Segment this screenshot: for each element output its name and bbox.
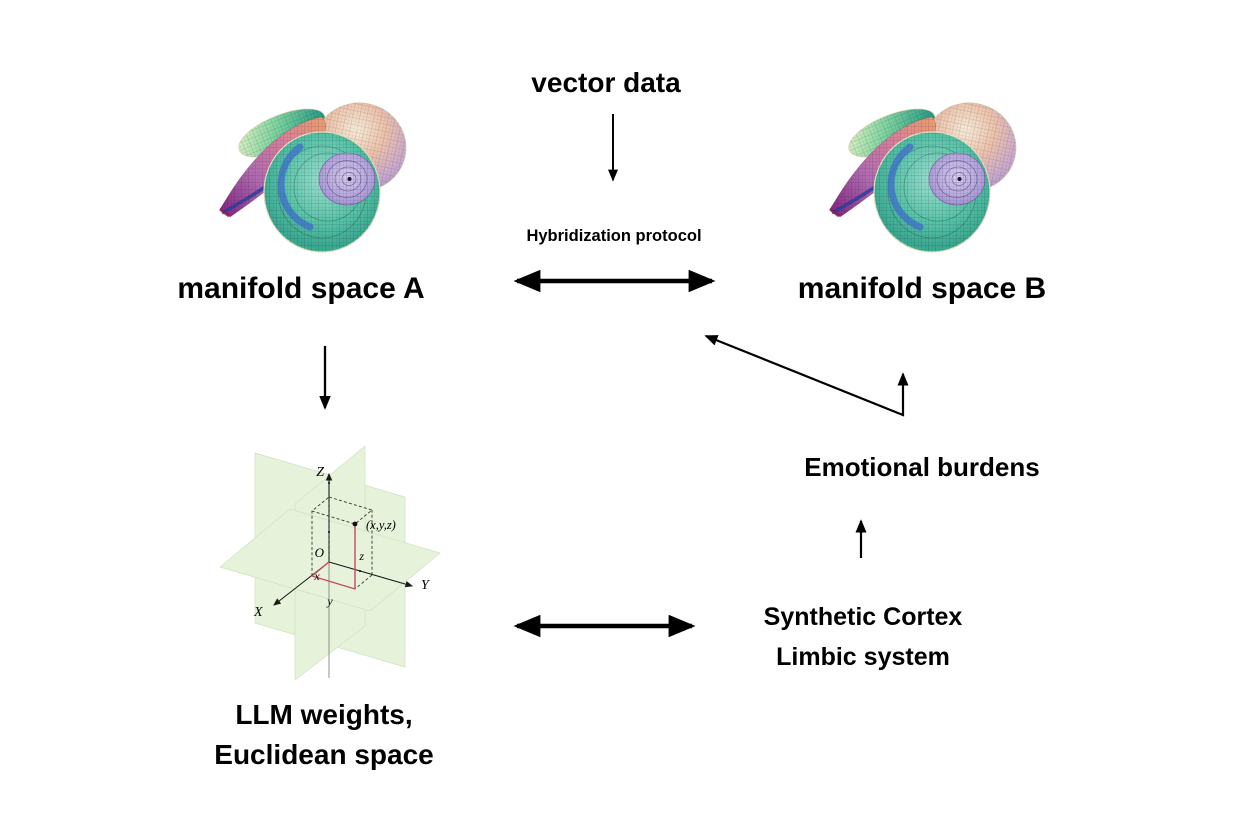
llm-weights-line2: Euclidean space	[214, 739, 434, 770]
xy-plane	[219, 508, 441, 612]
llm-weights-label: LLM weights, Euclidean space	[214, 695, 433, 775]
arrow-emotional-bent	[704, 334, 909, 417]
point-dot	[352, 521, 358, 527]
hybridization-protocol-label: Hybridization protocol	[526, 227, 702, 245]
coord-y-label: y	[326, 594, 333, 608]
coord-z-label: z	[358, 549, 364, 563]
segment-x	[311, 561, 330, 577]
synthetic-cortex-line2: Limbic system	[776, 643, 950, 671]
z-axis-label: Z	[316, 465, 324, 480]
emotional-burdens-label: Emotional burdens	[804, 452, 1040, 482]
x-axis-label: X	[253, 605, 263, 620]
llm-weights-line1: LLM weights,	[235, 699, 413, 730]
vector-data-label: vector data	[531, 67, 681, 98]
y-axis-label: Y	[421, 578, 431, 593]
manifold-space-a-label: manifold space A	[177, 272, 425, 305]
manifold-space-b-label: manifold space B	[797, 272, 1047, 305]
synthetic-cortex-line1: Synthetic Cortex	[763, 603, 963, 631]
manifold-a-image	[220, 94, 414, 252]
euclidean-axes-image: Z Y X O (x,y,z) x y z	[219, 445, 441, 681]
synthetic-cortex-label: Synthetic Cortex Limbic system	[764, 597, 963, 677]
coord-x-label: x	[313, 569, 320, 583]
manifold-b-image	[830, 94, 1024, 252]
segment-y	[311, 575, 356, 590]
point-label: (x,y,z)	[366, 518, 396, 532]
origin-label: O	[315, 545, 325, 560]
